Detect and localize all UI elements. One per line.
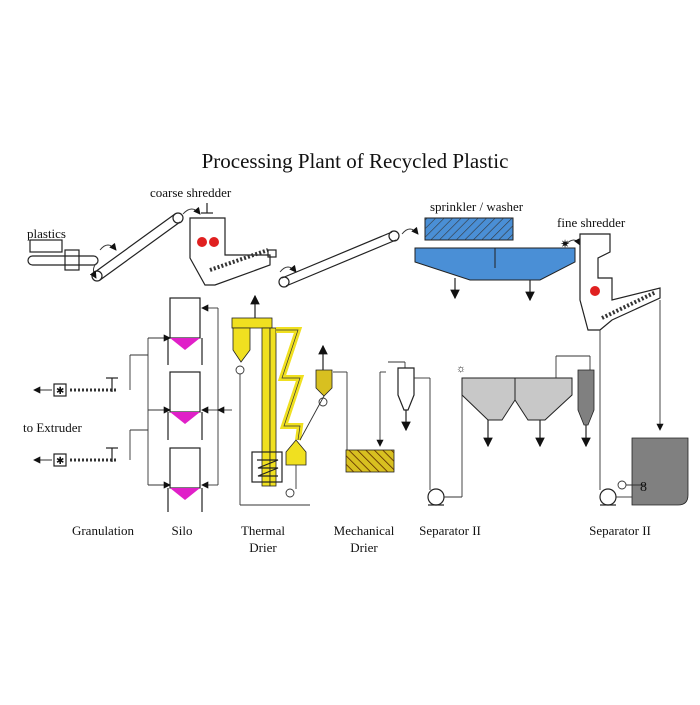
label-sprinkler-washer: sprinkler / washer: [430, 199, 524, 214]
plastics-box: [29, 239, 63, 253]
label-separator-right: Separator II: [589, 523, 651, 538]
flow-arrow: [564, 237, 581, 246]
label-thermal-drier: Drier: [249, 540, 277, 555]
silo-3: [167, 447, 203, 512]
flow-arrow: [279, 264, 297, 273]
label-separator-left: Separator II: [419, 523, 481, 538]
label-to-extruder: to Extruder: [23, 420, 83, 435]
label-mechanical-drier: Drier: [350, 540, 378, 555]
svg-text:✱: ✱: [56, 456, 64, 467]
label-silo: Silo: [172, 523, 193, 538]
coarse-shredder: [189, 203, 277, 286]
label-coarse-shredder: coarse shredder: [150, 185, 232, 200]
svg-text:8: 8: [640, 480, 647, 495]
conveyor-1: [89, 212, 184, 282]
svg-text:☼: ☼: [456, 363, 466, 375]
label-thermal: Thermal: [241, 523, 285, 538]
washer-outlets: [450, 278, 535, 302]
granulator-2: ✱: [33, 429, 148, 467]
label-plastics: plastics: [27, 226, 66, 241]
silo-1: [167, 297, 203, 365]
label-granulation: Granulation: [72, 523, 135, 538]
page-title: Processing Plant of Recycled Plastic: [202, 149, 509, 173]
flow-arrow: [182, 206, 201, 215]
flow-arrow: [99, 242, 117, 251]
granulator-1: ✱: [33, 354, 148, 397]
silo-feed-lines: [147, 304, 232, 489]
silo-2: [167, 371, 203, 440]
sprinkler-hatch: [425, 218, 513, 240]
washer-tanks: [414, 247, 576, 281]
flow-arrow: [401, 226, 419, 235]
label-mechanical: Mechanical: [334, 523, 395, 538]
thermal-drier: [231, 294, 310, 506]
svg-text:✱: ✱: [56, 386, 64, 397]
svg-text:✷: ✷: [560, 237, 570, 251]
label-fine-shredder: fine shredder: [557, 215, 626, 230]
separator-cyclone: [555, 355, 601, 490]
feed-conveyor: [27, 249, 99, 271]
cyclone: [388, 361, 463, 506]
separator-tanks: ☼: [456, 363, 573, 448]
fine-shredder: ✷: [560, 233, 661, 331]
conveyor-2: [278, 230, 400, 288]
mechanical-drier: [299, 344, 395, 473]
storage-hopper: 8: [599, 437, 689, 506]
